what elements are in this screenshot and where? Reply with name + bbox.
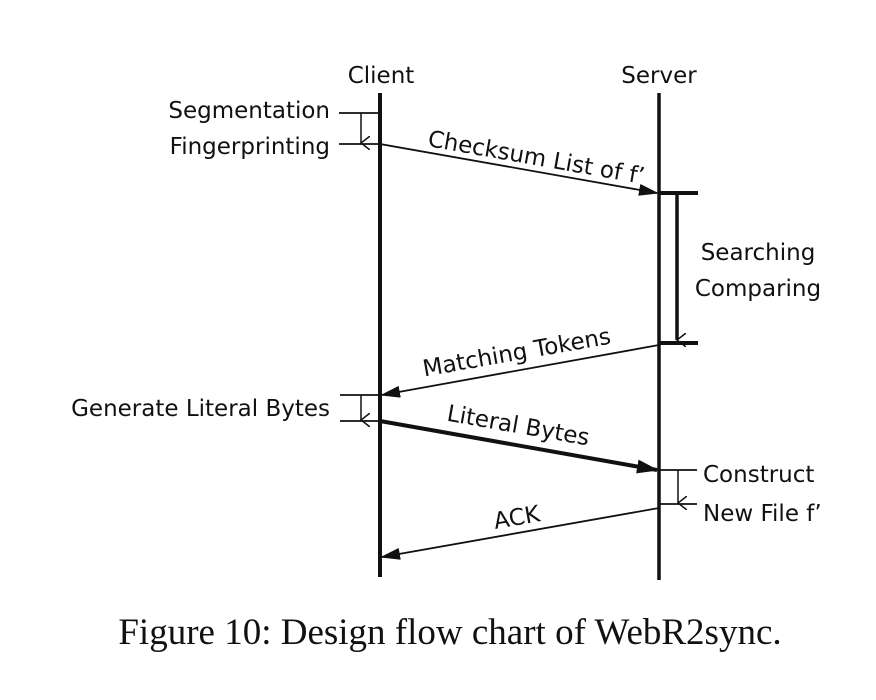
searching-label: Searching	[701, 240, 816, 266]
segmentation-label: Segmentation	[168, 98, 330, 124]
new-file-label: New File f’	[703, 501, 822, 527]
server-label: Server	[621, 63, 697, 89]
comparing-label: Comparing	[695, 276, 821, 302]
checksum-list-arrow	[379, 143, 659, 196]
matching-tokens-label: Matching Tokens	[421, 324, 613, 383]
figure-caption: Figure 10: Design flow chart of WebR2syn…	[118, 612, 781, 653]
generate-literal-label: Generate Literal Bytes	[71, 396, 330, 422]
literal-bytes-arrow	[379, 419, 659, 474]
matching-tokens-arrow	[380, 344, 660, 398]
ack-arrow	[380, 507, 660, 560]
client-label: Client	[348, 63, 415, 89]
construct-label: Construct	[703, 462, 814, 488]
fingerprinting-label: Fingerprinting	[170, 134, 330, 160]
